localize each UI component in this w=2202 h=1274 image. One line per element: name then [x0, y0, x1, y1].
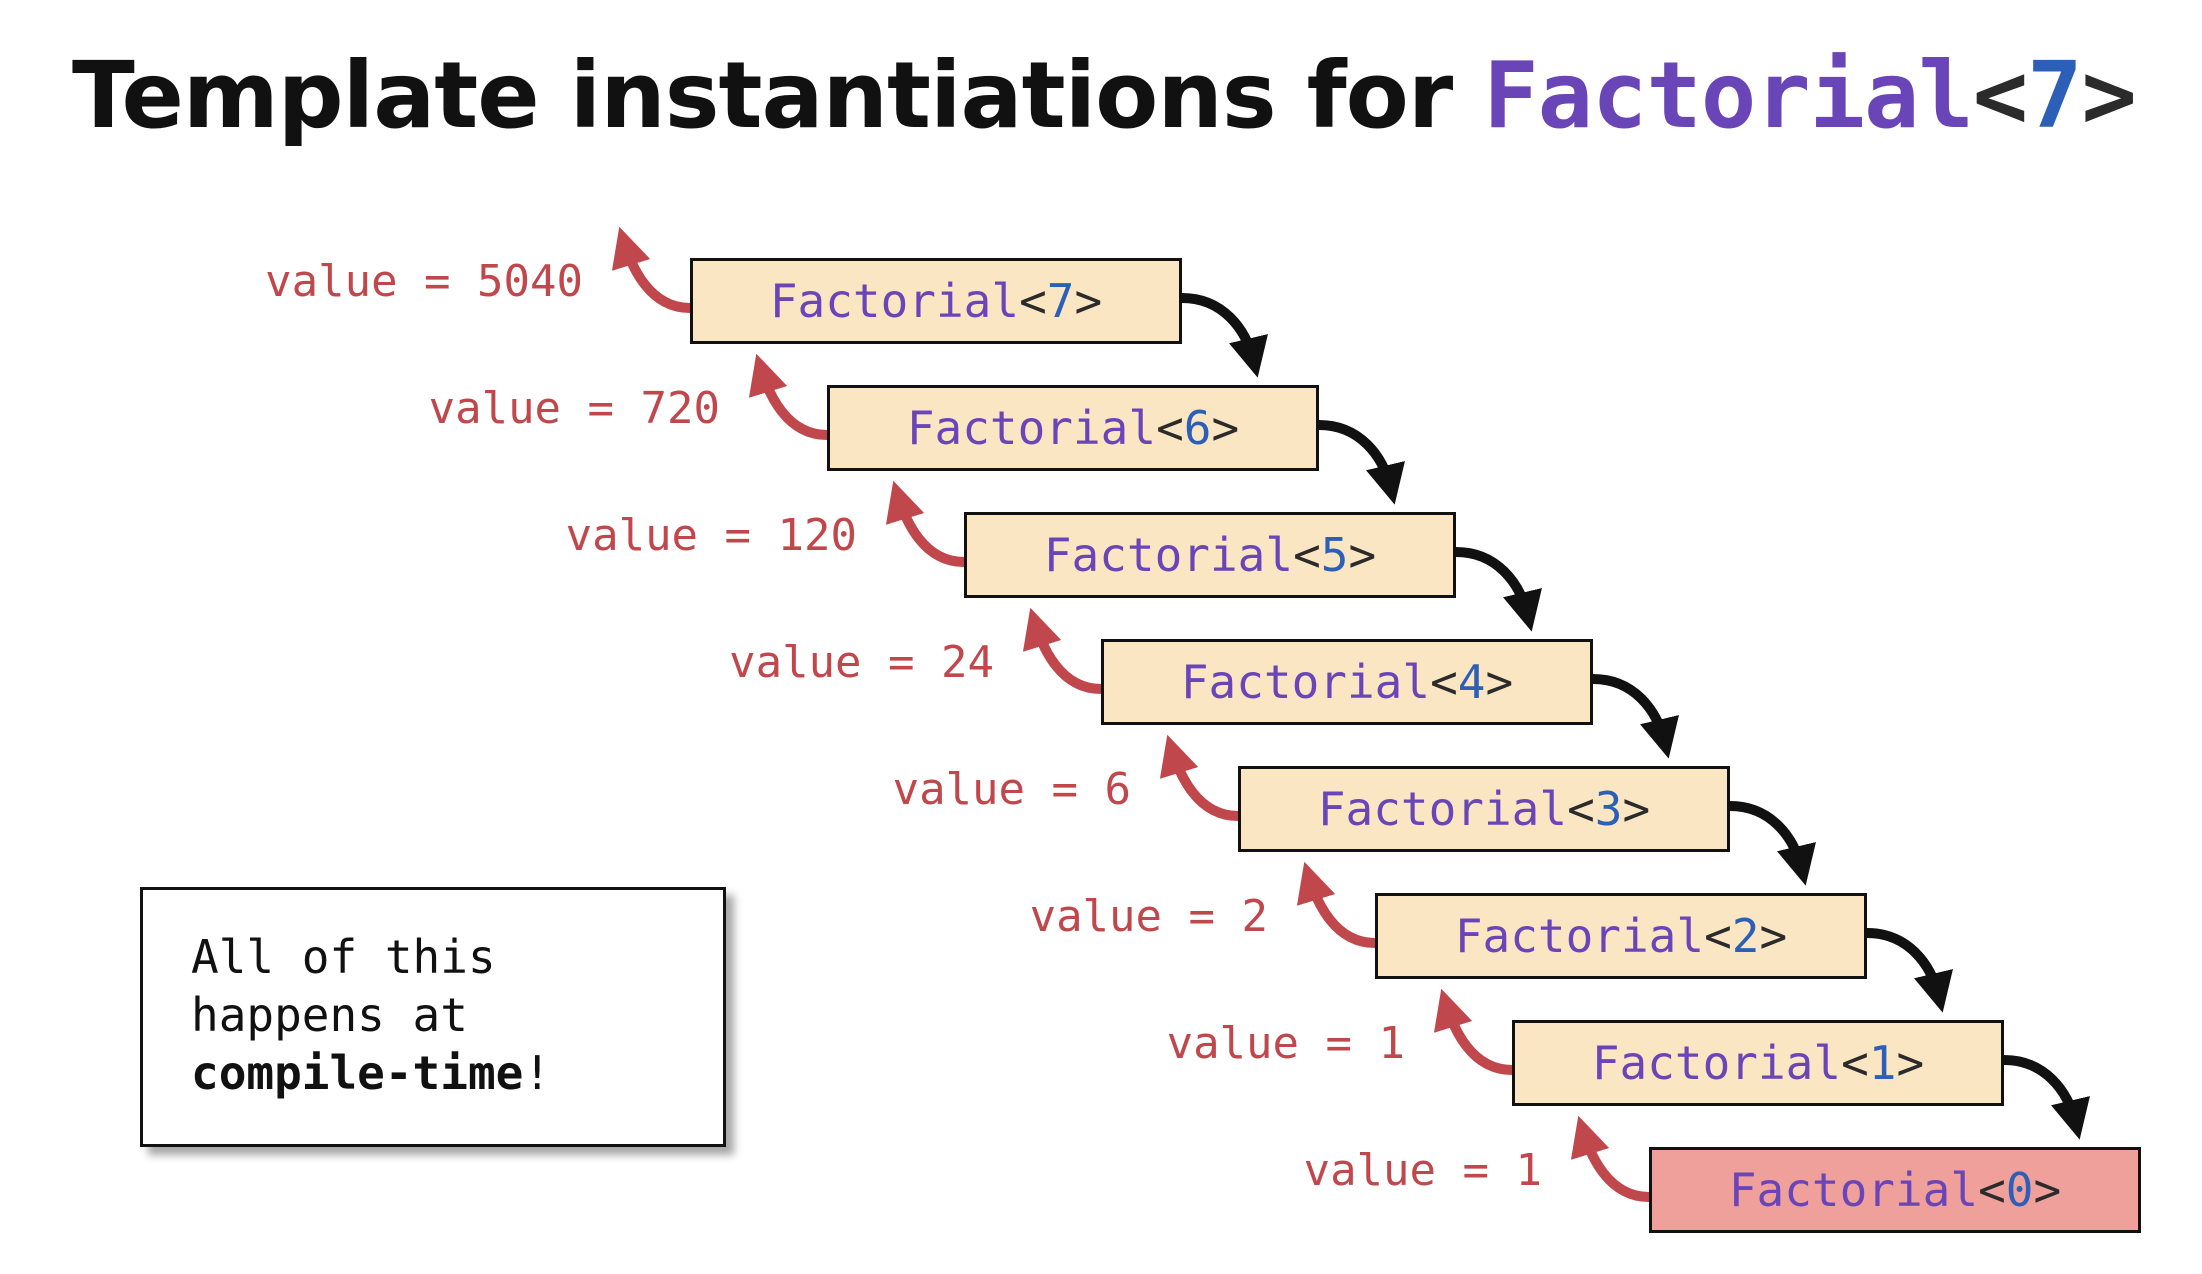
- template-name: Factorial: [1180, 655, 1431, 709]
- call-arrow-7: [1181, 293, 1268, 378]
- factorial-box-5: Factorial<5>: [964, 512, 1456, 598]
- template-arg: 6: [1183, 401, 1212, 455]
- return-arrow-3: [1159, 734, 1239, 821]
- value-label-4: value = 24: [729, 637, 994, 688]
- open-angle: <: [1019, 274, 1047, 328]
- value-label-0: value = 1: [1303, 1145, 1542, 1196]
- factorial-box-4: Factorial<4>: [1101, 639, 1593, 725]
- note-line-2: happens at: [191, 988, 468, 1042]
- return-arrow-1: [1433, 988, 1513, 1075]
- template-arg: 7: [1046, 274, 1075, 328]
- call-arrow-4: [1592, 674, 1679, 759]
- factorial-box-3: Factorial<3>: [1238, 766, 1730, 852]
- close-angle: >: [1211, 401, 1240, 455]
- template-arg: 3: [1594, 782, 1623, 836]
- open-angle: <: [1293, 528, 1321, 582]
- value-label-5: value = 120: [565, 510, 857, 561]
- call-arrow-6: [1318, 420, 1405, 505]
- close-angle: >: [1622, 782, 1651, 836]
- return-arrow-0: [1570, 1115, 1650, 1202]
- template-arg: 5: [1320, 528, 1349, 582]
- value-label-6: value = 720: [428, 383, 720, 434]
- value-label-2: value = 2: [1029, 891, 1268, 942]
- value-label-1: value = 1: [1166, 1018, 1405, 1069]
- close-angle: >: [1896, 1036, 1925, 1090]
- close-angle: >: [2033, 1163, 2062, 1217]
- title-open-bracket: <: [1972, 42, 2028, 149]
- call-arrow-3: [1729, 801, 1816, 886]
- close-angle: >: [1485, 655, 1514, 709]
- title-close-bracket: >: [2081, 42, 2137, 149]
- return-arrow-6: [748, 353, 828, 440]
- value-label-7: value = 5040: [265, 256, 583, 307]
- template-name: Factorial: [1043, 528, 1294, 582]
- close-angle: >: [1348, 528, 1377, 582]
- template-arg: 2: [1731, 909, 1760, 963]
- page-title: Template instantiations for Factorial<7>: [72, 42, 2137, 149]
- compile-time-note: All of this happens at compile-time!: [140, 887, 726, 1147]
- note-emphasis: compile-time: [191, 1046, 524, 1100]
- template-name: Factorial: [1591, 1036, 1842, 1090]
- template-name: Factorial: [906, 401, 1157, 455]
- return-arrow-5: [885, 480, 965, 567]
- call-arrow-1: [2003, 1055, 2090, 1140]
- title-template: Factorial<7>: [1483, 42, 2137, 149]
- template-arg: 1: [1868, 1036, 1897, 1090]
- open-angle: <: [1430, 655, 1458, 709]
- open-angle: <: [1841, 1036, 1869, 1090]
- open-angle: <: [1156, 401, 1184, 455]
- call-arrow-5: [1455, 547, 1542, 632]
- factorial-box-1: Factorial<1>: [1512, 1020, 2004, 1106]
- template-name: Factorial: [1728, 1163, 1979, 1217]
- return-arrow-2: [1296, 861, 1376, 948]
- title-prefix: Template instantiations for: [72, 42, 1484, 149]
- note-exclamation: !: [523, 1046, 552, 1100]
- note-line-1: All of this: [191, 930, 496, 984]
- return-arrow-4: [1022, 607, 1102, 694]
- template-name: Factorial: [1454, 909, 1705, 963]
- note-line-3: compile-time!: [191, 1044, 723, 1102]
- factorial-box-0: Factorial<0>: [1649, 1147, 2141, 1233]
- title-template-name: Factorial: [1483, 42, 1973, 149]
- close-angle: >: [1759, 909, 1788, 963]
- template-name: Factorial: [1317, 782, 1568, 836]
- open-angle: <: [1704, 909, 1732, 963]
- template-arg: 0: [2005, 1163, 2034, 1217]
- factorial-box-2: Factorial<2>: [1375, 893, 1867, 979]
- template-name: Factorial: [769, 274, 1020, 328]
- value-label-3: value = 6: [892, 764, 1131, 815]
- template-arg: 4: [1457, 655, 1486, 709]
- open-angle: <: [1567, 782, 1595, 836]
- return-arrow-7: [611, 226, 691, 313]
- factorial-box-7: Factorial<7>: [690, 258, 1182, 344]
- factorial-box-6: Factorial<6>: [827, 385, 1319, 471]
- title-template-arg: 7: [2027, 42, 2082, 149]
- close-angle: >: [1074, 274, 1103, 328]
- call-arrow-2: [1866, 928, 1953, 1013]
- open-angle: <: [1978, 1163, 2006, 1217]
